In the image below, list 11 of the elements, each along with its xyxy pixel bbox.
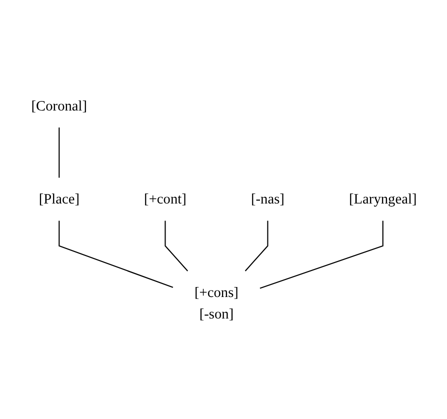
connector xyxy=(244,220,268,271)
connector xyxy=(58,127,60,178)
connector xyxy=(58,220,173,288)
node-text: [+cont] xyxy=(144,190,186,207)
node-text: [+cons] [-son] xyxy=(194,284,238,322)
node-text: [-nas] xyxy=(250,190,284,207)
node-text: [Place] xyxy=(38,190,79,207)
node-text: [Laryngeal] xyxy=(348,190,416,207)
node-text: [Coronal] xyxy=(30,98,87,114)
connector xyxy=(164,220,188,271)
connector xyxy=(259,220,383,288)
